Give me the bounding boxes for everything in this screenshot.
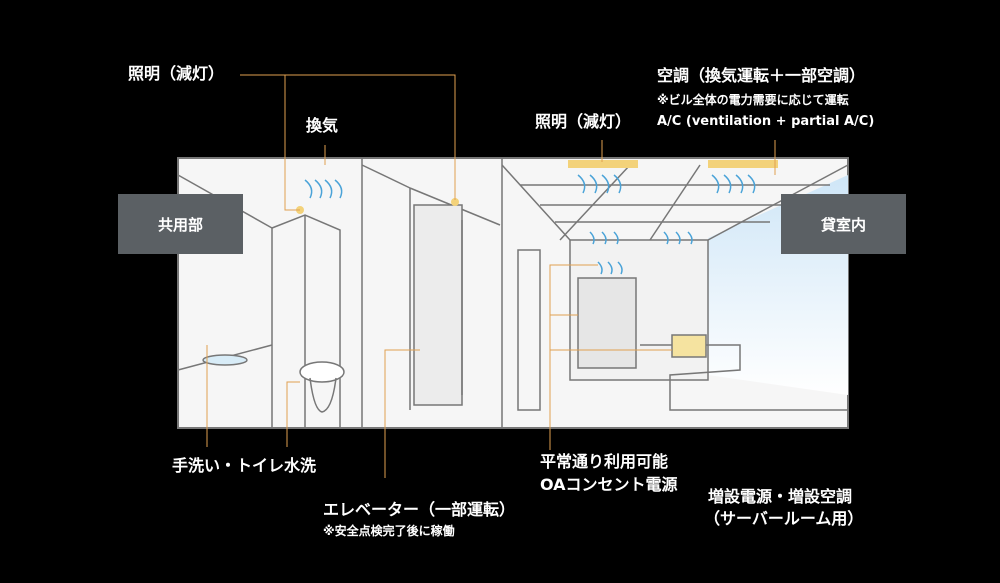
label-oa-line2: OAコンセント電源 xyxy=(540,475,678,494)
label-oa-line1: 平常通り利用可能 xyxy=(540,452,669,471)
label-lighting-tenant: 照明（減灯） xyxy=(535,112,632,131)
label-elevator: エレベーター（一部運転） xyxy=(323,500,516,519)
leader-lines xyxy=(206,74,776,478)
label-ac-note: ※ビル全体の電力需要に応じて運転 xyxy=(657,93,849,107)
zone-tenant-area: 貸室内 xyxy=(781,194,906,254)
room-lines xyxy=(177,158,849,428)
label-lighting-common: 照明（減灯） xyxy=(128,64,225,83)
label-elevator-note: ※安全点検完了後に稼働 xyxy=(323,524,455,538)
label-server-line1: 増設電源・増設空調 xyxy=(708,487,853,506)
label-washroom: 手洗い・トイレ水洗 xyxy=(172,456,317,475)
ceiling-lights xyxy=(296,160,778,214)
label-ac-english: A/C (ventilation + partial A/C) xyxy=(657,114,875,129)
airflow-icons xyxy=(304,174,756,275)
label-ac-title: 空調（換気運転＋一部空調） xyxy=(657,66,866,85)
label-server-line2: （サーバールーム用） xyxy=(704,509,864,528)
zone-common-area: 共用部 xyxy=(118,194,243,254)
panel-background xyxy=(177,157,849,429)
label-ventilation: 換気 xyxy=(306,116,339,135)
